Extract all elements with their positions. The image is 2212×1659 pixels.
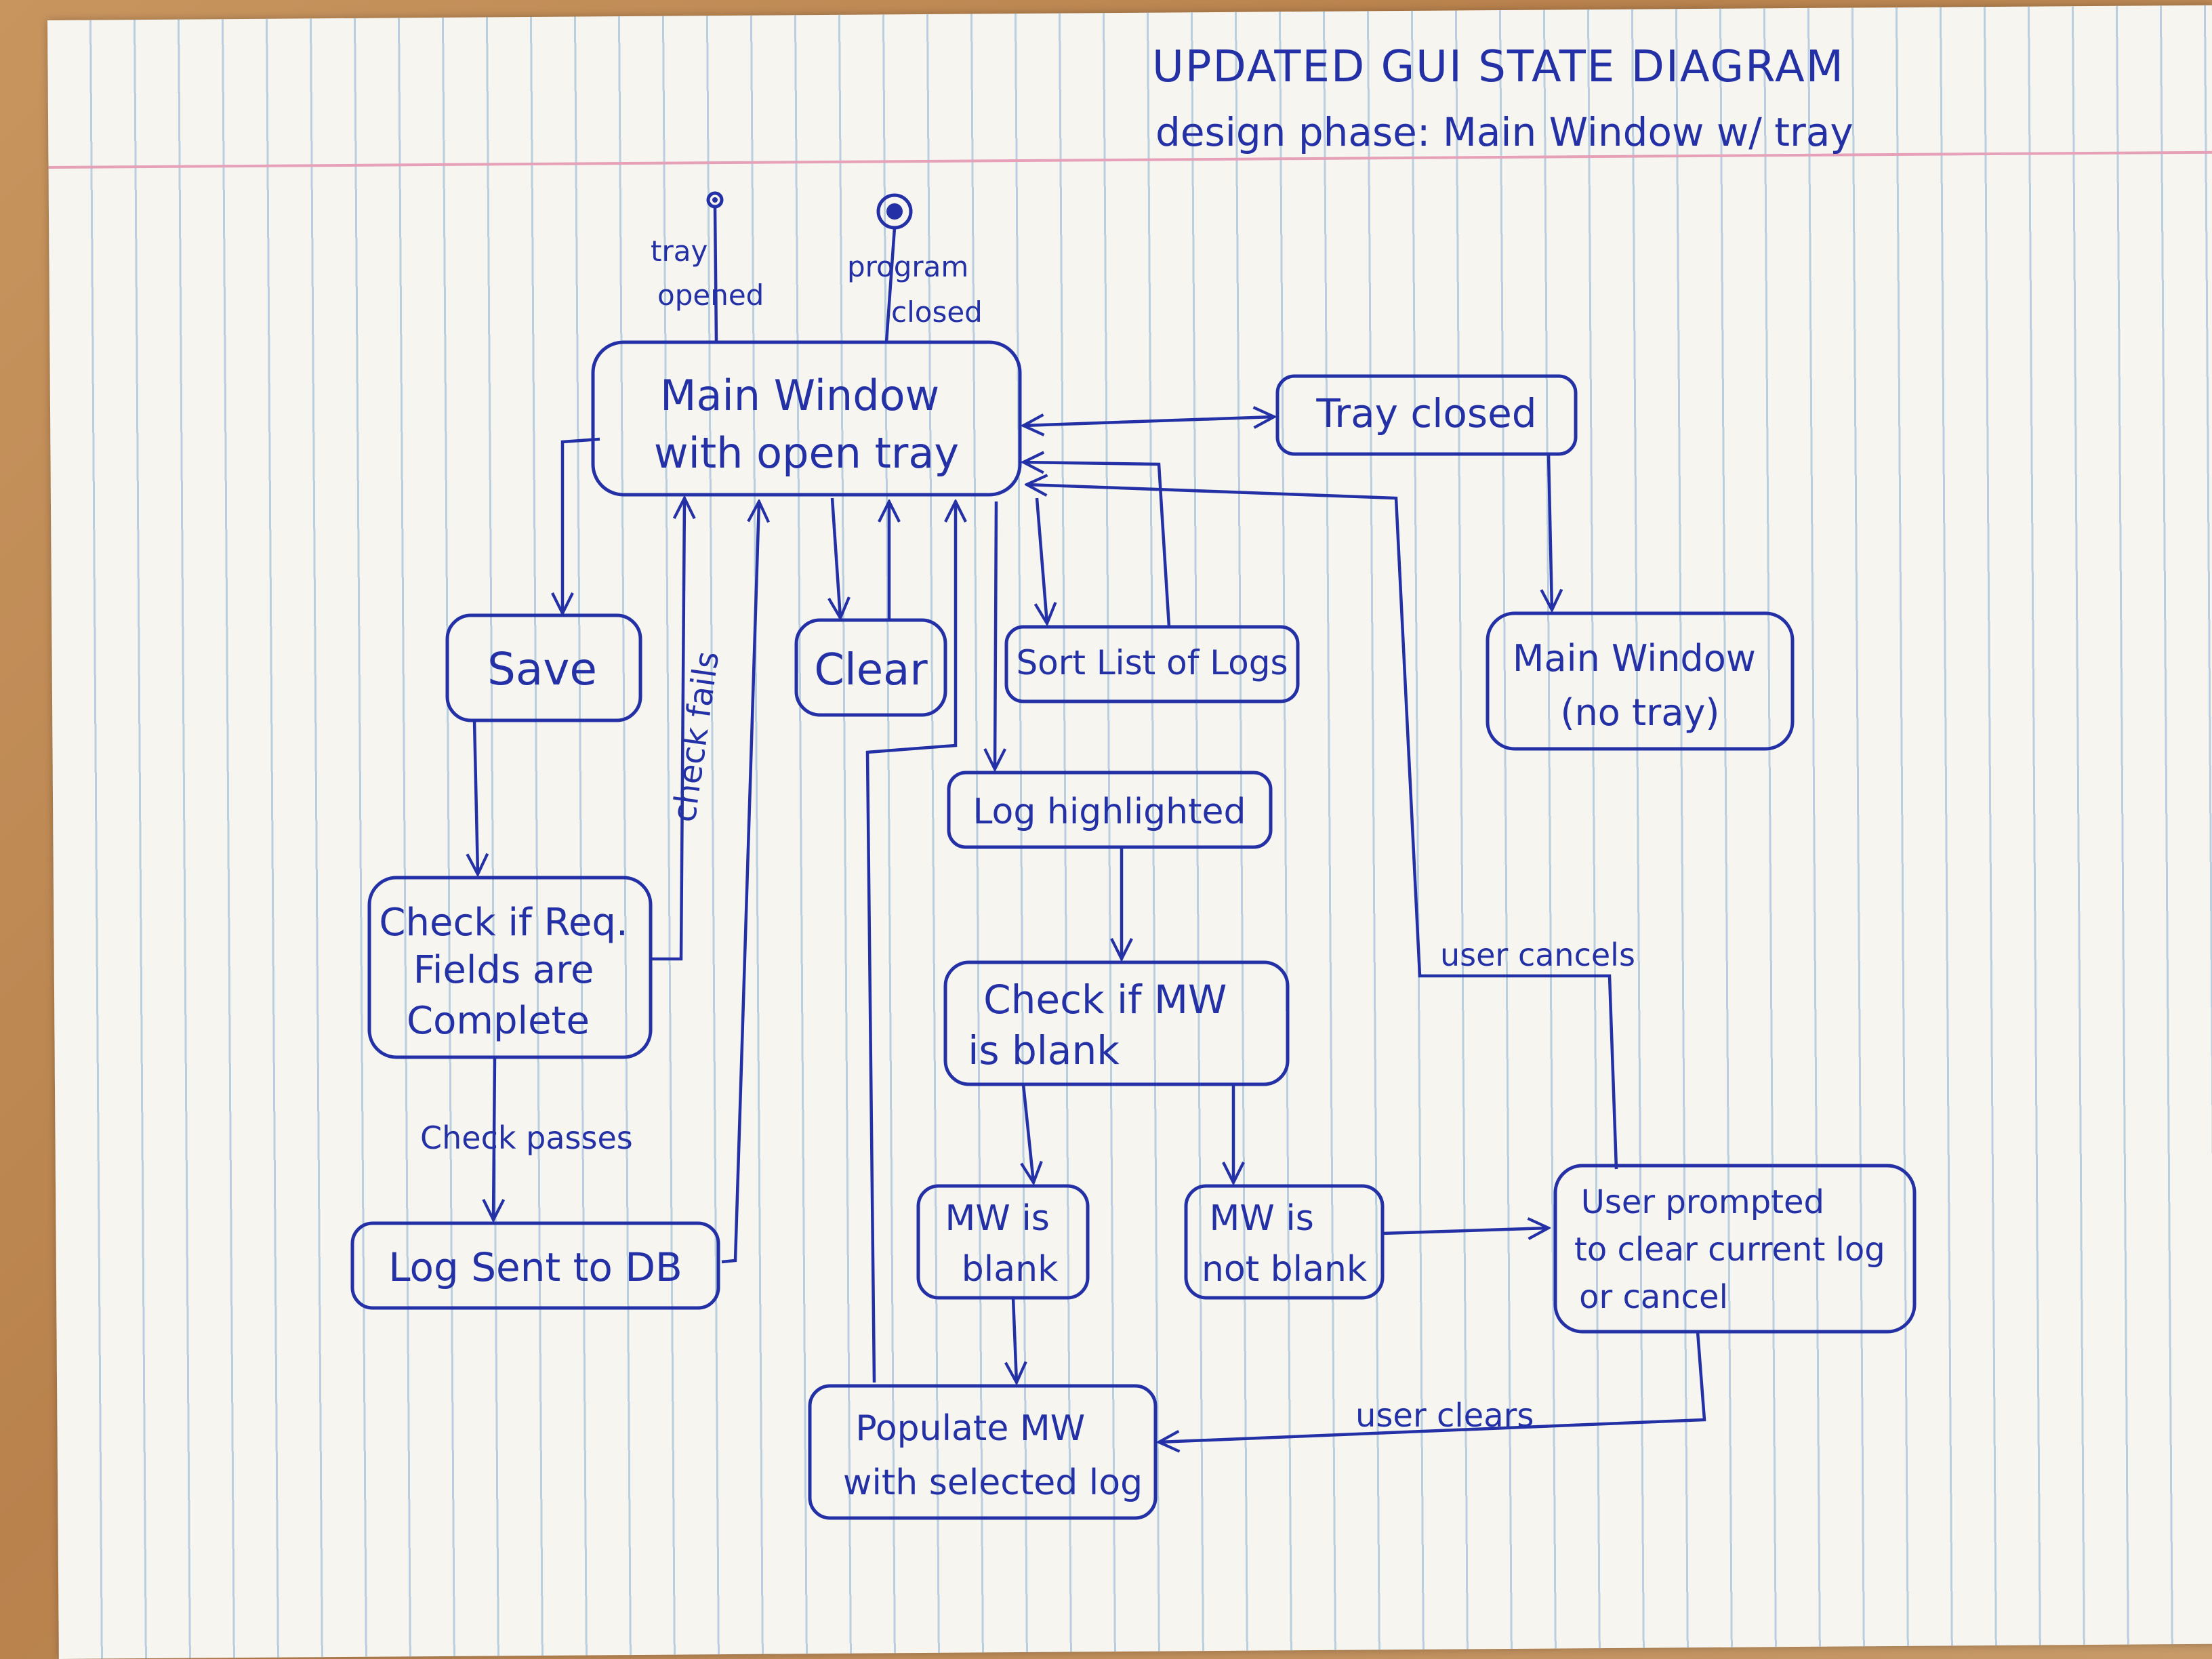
final-state-marker — [876, 193, 913, 343]
svg-text:MW is blank: MW is blank — [945, 1198, 1061, 1290]
state-save: Save — [445, 613, 642, 722]
tray-opened-label: tray opened — [651, 234, 764, 312]
initial-state-marker — [706, 191, 724, 343]
edge-not-blank-to-prompted — [1382, 1228, 1549, 1233]
state-populate-mw: Populate MW with selected log — [808, 1384, 1158, 1520]
check-passes-label: Check passes — [420, 1120, 633, 1156]
edge-populate-to-main — [865, 501, 956, 1383]
check-fails-label: check fails — [665, 649, 726, 825]
program-closed-label: program closed — [847, 250, 983, 329]
edge-main-to-clear — [832, 497, 840, 618]
diagram-title: UPDATED GUI STATE DIAGRAM — [1152, 42, 1845, 92]
svg-text:Check if MW is blank: Check if MW is blank — [968, 977, 1240, 1073]
user-cancels-label: user cancels — [1440, 937, 1635, 973]
edge-log-sent-to-main — [721, 501, 759, 1264]
user-clears-label: user clears — [1355, 1397, 1534, 1435]
svg-text:Save: Save — [487, 643, 597, 695]
svg-text:Tray closed: Tray closed — [1315, 390, 1536, 436]
edge-check-passes-to-log-sent — [493, 1057, 495, 1220]
svg-text:User prompted to clear c: User prompted to clear current log or ca… — [1574, 1183, 1896, 1316]
state-main-window-no-tray: Main Window (no tray) — [1486, 611, 1795, 751]
edge-check-mw-to-blank — [1023, 1084, 1033, 1183]
edge-check-fails-to-main — [651, 498, 684, 961]
state-log-sent-to-db: Log Sent to DB — [350, 1221, 720, 1310]
edge-blank-to-populate — [1013, 1297, 1017, 1382]
edge-main-to-tray-closed — [1023, 417, 1274, 426]
edge-prompted-clears-to-populate — [1159, 1331, 1706, 1442]
svg-text:Main Window (no tray): Main Window (no tray) — [1513, 637, 1767, 734]
state-check-required-fields: Check if Req. Fields are Complete — [367, 876, 653, 1059]
svg-text:Populate MW with selecte: Populate MW with selected log — [843, 1408, 1143, 1503]
state-user-prompted: User prompted to clear current log or ca… — [1553, 1164, 1917, 1334]
svg-text:Log highlighted: Log highlighted — [972, 792, 1246, 832]
edge-main-to-sort — [1037, 497, 1047, 623]
state-tray-closed: Tray closed — [1275, 374, 1578, 456]
svg-text:Check if Req. Fields are: Check if Req. Fields are Complete — [379, 901, 640, 1043]
state-clear: Clear — [794, 618, 947, 717]
svg-text:Clear: Clear — [814, 645, 928, 695]
edge-main-to-save — [562, 437, 600, 613]
edge-save-to-check — [474, 720, 478, 874]
edge-tray-closed-to-no-tray — [1549, 453, 1552, 610]
svg-text:MW is not blank: MW is not blank — [1202, 1198, 1367, 1290]
svg-text:Sort List of Logs: Sort List of Logs — [1016, 643, 1288, 682]
state-log-highlighted: Log highlighted — [947, 771, 1273, 849]
state-check-mw-blank: Check if MW is blank — [943, 960, 1290, 1086]
edge-prompted-cancel-to-main — [1027, 485, 1618, 1170]
edge-sort-to-main — [1023, 462, 1171, 628]
svg-text:Log Sent to DB: Log Sent to DB — [388, 1244, 682, 1290]
state-main-window-open-tray: Main Window with open tray — [591, 340, 1022, 497]
diagram-subtitle: design phase: Main Window w/ tray — [1155, 109, 1853, 155]
state-mw-not-blank: MW is not blank — [1184, 1184, 1385, 1300]
svg-text:Main Window with open tr: Main Window with open tray — [654, 371, 959, 478]
edge-main-to-log-highlighted — [995, 501, 996, 769]
state-sort-list-of-logs: Sort List of Logs — [1004, 625, 1300, 703]
state-mw-is-blank: MW is blank — [916, 1184, 1090, 1300]
